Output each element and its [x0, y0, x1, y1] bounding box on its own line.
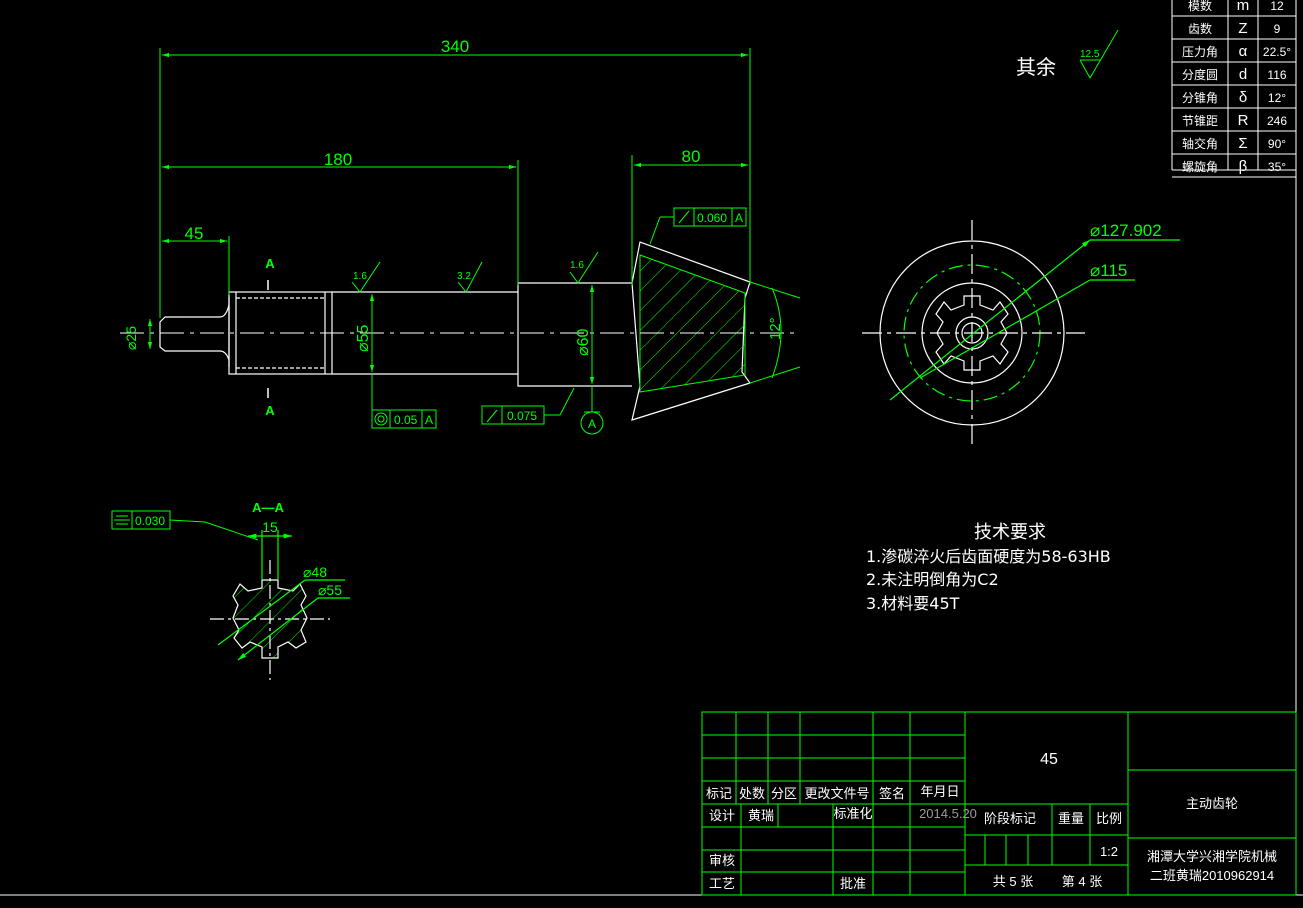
runout-2-value: 0.060: [697, 211, 727, 225]
param-sym-0: m: [1237, 0, 1250, 14]
tb-h-mark: 标记: [706, 786, 732, 801]
tb-part-name: 主动齿轮: [1186, 796, 1238, 811]
tb-h-docno: 更改文件号: [804, 786, 869, 801]
symmetry-value: 0.030: [135, 514, 165, 528]
param-name-0: 模数: [1188, 0, 1212, 13]
param-name-1: 齿数: [1188, 21, 1212, 36]
dim-340: 340: [441, 37, 469, 56]
tb-stage-label: 阶段标记: [984, 811, 1036, 826]
roughness-symbols: [351, 29, 1119, 293]
tb-sheet-no: 第 4 张: [1062, 874, 1102, 889]
dim-section-d55: ⌀55: [318, 582, 342, 598]
tb-class: 二班黄瑞2010962914: [1150, 868, 1274, 883]
param-name-2: 压力角: [1182, 45, 1218, 59]
dim-180: 180: [324, 150, 352, 169]
section-title: A—A: [252, 500, 284, 515]
param-name-4: 分锥角: [1182, 91, 1218, 105]
tb-material: 45: [1040, 751, 1058, 768]
tech-req-title: 技术要求: [974, 522, 1046, 543]
dim-d115: ⌀115: [1090, 261, 1127, 280]
tb-review-label: 审核: [709, 853, 735, 868]
tb-h-date: 年月日: [920, 784, 959, 799]
param-table: 模数 m 12 齿数 Z 9 压力角 α 22.5° 分度圆 d 116 分锥角 δ 12° 节锥距 R 246 轴…: [1171, 0, 1296, 178]
param-val-0: 12: [1270, 0, 1284, 13]
tb-weight-label: 重量: [1058, 811, 1084, 826]
tb-std-label: 标准化: [833, 806, 872, 821]
tb-scale: 1:2: [1100, 844, 1118, 859]
param-name-5: 节锥距: [1182, 114, 1218, 128]
dim-section-d48: ⌀48: [303, 564, 327, 580]
tb-date: 2014.5.20: [919, 806, 977, 821]
tb-h-count: 处数: [739, 786, 765, 801]
param-val-5: 246: [1267, 114, 1287, 128]
param-sym-3: d: [1239, 66, 1247, 83]
tech-req-item-2: 2.未注明倒角为C2: [866, 570, 999, 589]
param-sym-4: δ: [1239, 89, 1247, 106]
dim-d60: ⌀60: [575, 328, 592, 356]
tb-designer: 黄瑞: [748, 808, 774, 823]
param-val-1: 9: [1274, 22, 1281, 36]
dim-angle-12: 12°: [767, 317, 784, 340]
roughness-3: 1.6: [570, 260, 584, 271]
section-mark-top: A: [265, 256, 275, 271]
tech-req-item-1: 1.渗碳淬火后齿面硬度为58-63HB: [866, 547, 1111, 566]
tb-h-zone: 分区: [771, 786, 797, 801]
datum-label: A: [588, 417, 596, 431]
param-val-7: 35°: [1268, 160, 1286, 174]
dim-80: 80: [682, 147, 701, 166]
tb-h-sign: 签名: [879, 786, 905, 801]
param-val-2: 22.5°: [1263, 45, 1291, 59]
tb-scale-label: 比例: [1096, 811, 1122, 826]
tb-school: 湘潭大学兴湘学院机械: [1147, 849, 1277, 864]
tech-req-item-3: 3.材料要45T: [866, 594, 960, 613]
param-name-3: 分度圆: [1182, 67, 1218, 82]
roughness-2: 3.2: [457, 271, 471, 282]
tb-process-label: 工艺: [709, 876, 735, 891]
param-val-3: 116: [1267, 68, 1286, 82]
end-view: [862, 220, 1180, 445]
param-val-4: 12°: [1268, 91, 1286, 105]
param-sym-1: Z: [1238, 20, 1247, 37]
tb-approve-label: 批准: [840, 876, 866, 891]
runout-2-datum: A: [735, 211, 743, 225]
param-name-7: 螺旋角: [1182, 160, 1218, 174]
roughness-general-label: 其余: [1016, 55, 1056, 79]
param-sym-2: α: [1239, 43, 1248, 60]
param-name-6: 轴交角: [1182, 136, 1218, 151]
param-sym-5: R: [1238, 112, 1249, 129]
roughness-1: 1.6: [353, 271, 367, 282]
dim-d25: ⌀25: [123, 326, 139, 350]
tolerance-frames: [111, 207, 747, 541]
gear-hatch: [639, 254, 746, 393]
dim-d55: ⌀55: [355, 324, 372, 352]
param-sym-6: Σ: [1238, 135, 1247, 152]
dim-section-15: 15: [262, 519, 278, 535]
coaxiality-value: 0.05: [394, 413, 418, 427]
param-sym-7: β: [1239, 158, 1248, 175]
runout-1-value: 0.075: [507, 409, 537, 423]
coaxiality-datum: A: [425, 413, 433, 427]
tb-total-sheets: 共 5 张: [993, 874, 1033, 889]
param-val-6: 90°: [1268, 137, 1286, 151]
section-mark-bottom: A: [265, 403, 275, 418]
dim-d127: ⌀127.902: [1090, 221, 1162, 240]
title-block: [701, 711, 1297, 896]
roughness-general-value: 12.5: [1080, 49, 1100, 60]
section-aa: [210, 530, 350, 680]
dim-45: 45: [185, 224, 204, 243]
dimensions: [147, 48, 801, 384]
tb-design-label: 设计: [709, 808, 735, 823]
